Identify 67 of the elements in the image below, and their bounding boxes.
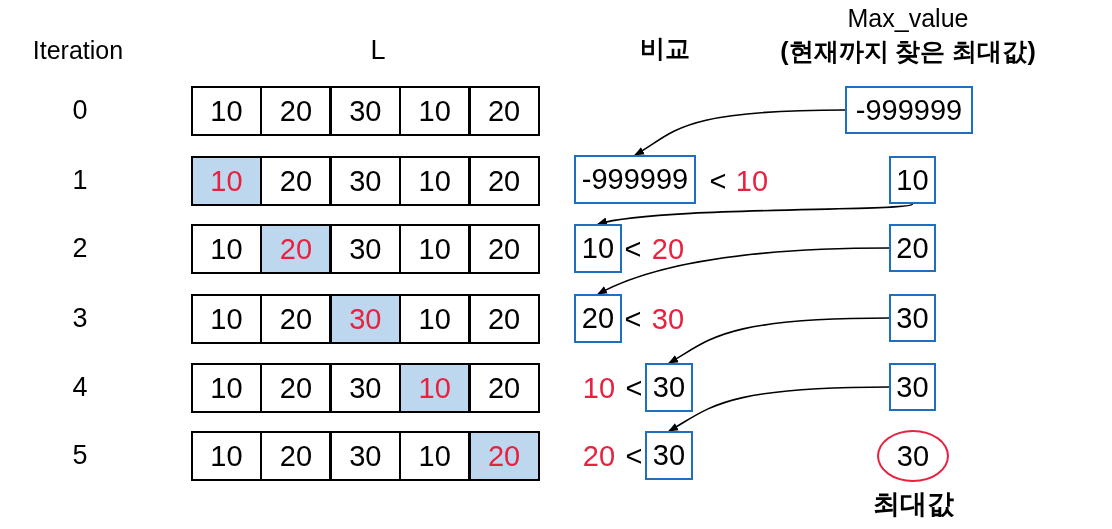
value-box: 20 — [889, 224, 936, 272]
compared-value: 20 — [651, 234, 685, 264]
column-header: L — [370, 36, 386, 64]
table-cell: 30 — [329, 363, 401, 413]
table-cell: 10 — [399, 224, 471, 274]
table-cell: 10 — [399, 294, 471, 344]
table-cell: 10 — [399, 86, 471, 136]
table-cell: 30 — [329, 431, 401, 481]
iteration-number: 2 — [72, 234, 88, 262]
table-cell: 20 — [468, 224, 540, 274]
compared-value: 10 — [735, 166, 769, 196]
value-box: 10 — [574, 224, 622, 273]
column-header: Iteration — [32, 37, 124, 63]
less-than-sign: < — [624, 304, 642, 334]
table-cell: 10 — [399, 431, 471, 481]
table-cell: 20 — [260, 431, 332, 481]
value-box: -999999 — [845, 86, 973, 134]
arrow — [597, 203, 914, 227]
value-box: 30 — [889, 363, 936, 411]
iteration-number: 5 — [72, 441, 88, 469]
less-than-sign: < — [625, 441, 643, 471]
table-cell: 10 — [191, 431, 262, 481]
less-than-sign: < — [709, 166, 727, 196]
iteration-number: 1 — [72, 166, 88, 194]
table-cell: 30 — [329, 294, 401, 344]
table-cell: 20 — [468, 86, 540, 136]
table-cell: 10 — [191, 224, 262, 274]
column-header: Max_value — [847, 5, 969, 31]
table-cell: 10 — [191, 86, 262, 136]
table-cell: 20 — [468, 156, 540, 206]
iteration-number: 0 — [72, 96, 88, 124]
value-box: 30 — [645, 363, 693, 412]
compared-value: 20 — [582, 441, 616, 471]
table-cell: 10 — [191, 156, 262, 206]
table-cell: 30 — [329, 224, 401, 274]
table-cell: 20 — [468, 363, 540, 413]
table-cell: 20 — [260, 86, 332, 136]
table-cell: 10 — [399, 363, 471, 413]
table-cell: 30 — [329, 86, 401, 136]
table-cell: 20 — [260, 224, 332, 274]
result-ellipse: 30 — [877, 430, 949, 482]
table-cell: 10 — [191, 294, 262, 344]
table-cell: 30 — [329, 156, 401, 206]
value-box: 30 — [889, 294, 936, 342]
value-box: 30 — [645, 431, 693, 480]
value-box: 10 — [889, 156, 936, 204]
arrow — [668, 317, 890, 364]
iteration-number: 4 — [72, 373, 88, 401]
table-cell: 20 — [260, 363, 332, 413]
less-than-sign: < — [624, 234, 642, 264]
result-label: 최대값 — [872, 490, 954, 518]
table-cell: 20 — [468, 431, 540, 481]
iteration-number: 3 — [72, 304, 88, 332]
table-cell: 20 — [260, 156, 332, 206]
compared-value: 30 — [651, 304, 685, 334]
value-box: -999999 — [574, 155, 696, 204]
compared-value: 10 — [582, 373, 616, 403]
less-than-sign: < — [625, 373, 643, 403]
arrow — [634, 109, 846, 156]
table-cell: 10 — [399, 156, 471, 206]
arrow — [668, 386, 890, 432]
column-header: 비교 — [640, 35, 690, 61]
value-box: 20 — [574, 294, 622, 343]
table-cell: 20 — [260, 294, 332, 344]
table-cell: 10 — [191, 363, 262, 413]
table-cell: 20 — [468, 294, 540, 344]
arrow — [597, 247, 890, 295]
